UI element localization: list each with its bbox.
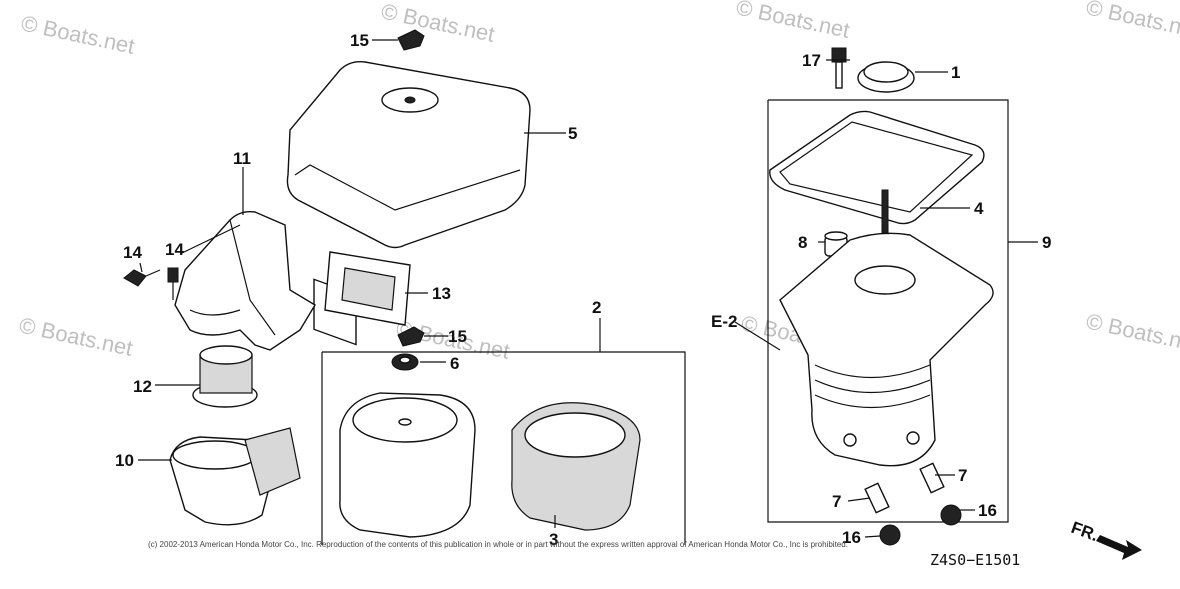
watermark-text: © Boats.net (734, 0, 852, 43)
callout-15: 15 (448, 327, 467, 346)
callout-7: 7 (958, 466, 967, 485)
kit-9-box (767, 99, 1009, 523)
part-10-case (169, 427, 301, 526)
watermark-text: © Boats.net (1084, 0, 1180, 43)
part-11-duct (174, 210, 316, 351)
part-16-nuts (879, 504, 962, 546)
part-12-filter (192, 345, 258, 408)
callout-16: 16 (978, 501, 997, 520)
callout-7: 7 (832, 492, 841, 511)
part-7-collars (864, 462, 945, 514)
callout-9: 9 (1042, 233, 1051, 252)
part-4-gasket (769, 110, 985, 225)
part-1-seal (857, 61, 915, 93)
callout-17: 17 (802, 51, 821, 70)
elbow-base (779, 232, 994, 467)
main-filter-element (339, 392, 476, 538)
part-17-bolt (831, 47, 847, 89)
callout-6: 6 (450, 354, 459, 373)
callout-12: 12 (133, 377, 152, 396)
part-6-grommet (391, 353, 419, 371)
callout-13: 13 (432, 284, 451, 303)
watermark-text: © Boats.net (17, 312, 135, 360)
callout-14: 14 (165, 240, 184, 259)
reference-label: E-2 (711, 312, 737, 331)
callout-15: 15 (350, 31, 369, 50)
part-3-foam (511, 402, 641, 531)
part-15-clip-mid (397, 326, 425, 347)
callouts: 15 5 11 14 14 13 2 15 6 12 10 3 17 1 4 8… (115, 31, 1051, 549)
part-14-screws (123, 267, 179, 300)
callout-10: 10 (115, 451, 134, 470)
part-15-clip-top (397, 29, 425, 51)
callout-11: 11 (233, 149, 251, 168)
watermark-text: © Boats.net (1084, 308, 1180, 356)
part-13-gasket (324, 251, 411, 326)
watermark-text: © Boats.net (19, 10, 137, 58)
leader-lines (138, 39, 1038, 538)
part-5-cover (286, 60, 531, 346)
callout-1: 1 (951, 63, 960, 82)
callout-2: 2 (592, 298, 601, 317)
kit-2-box (321, 351, 686, 545)
callout-3: 3 (549, 530, 558, 549)
copyright-notice: (c) 2002-2013 American Honda Motor Co., … (148, 540, 848, 549)
callout-14: 14 (123, 243, 142, 262)
callout-4: 4 (974, 199, 984, 218)
front-arrow-icon: FR. (1069, 518, 1142, 560)
callout-8: 8 (798, 233, 807, 252)
callout-5: 5 (568, 124, 577, 143)
front-label: FR. (1069, 518, 1101, 545)
diagram-code: Z4S0−E1501 (930, 551, 1020, 569)
callout-16: 16 (842, 528, 861, 547)
